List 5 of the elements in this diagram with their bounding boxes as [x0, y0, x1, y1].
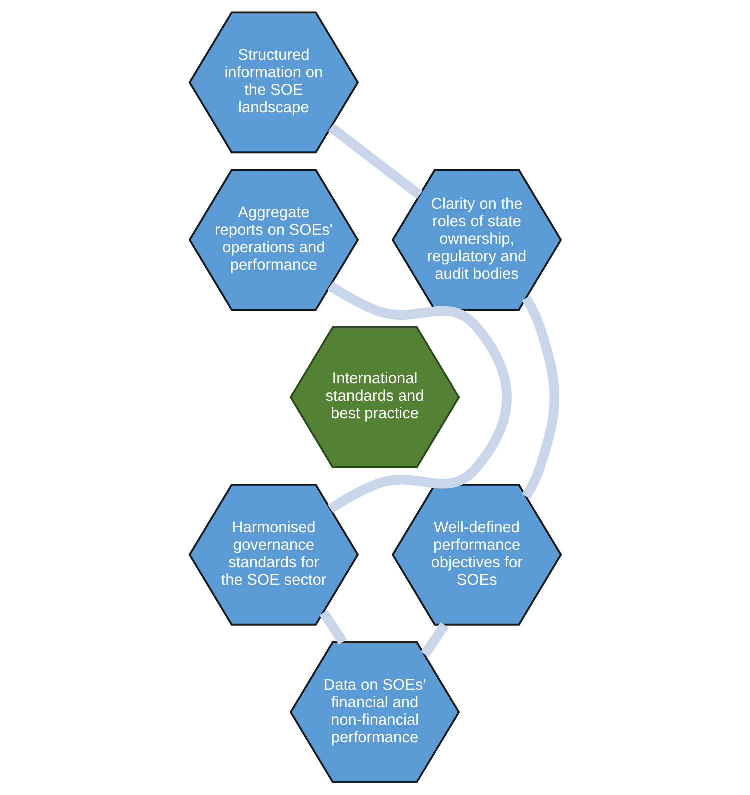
- connector: [328, 124, 422, 200]
- connector: [522, 296, 559, 500]
- connector: [319, 610, 347, 645]
- connector: [420, 622, 448, 658]
- connector: [327, 282, 512, 514]
